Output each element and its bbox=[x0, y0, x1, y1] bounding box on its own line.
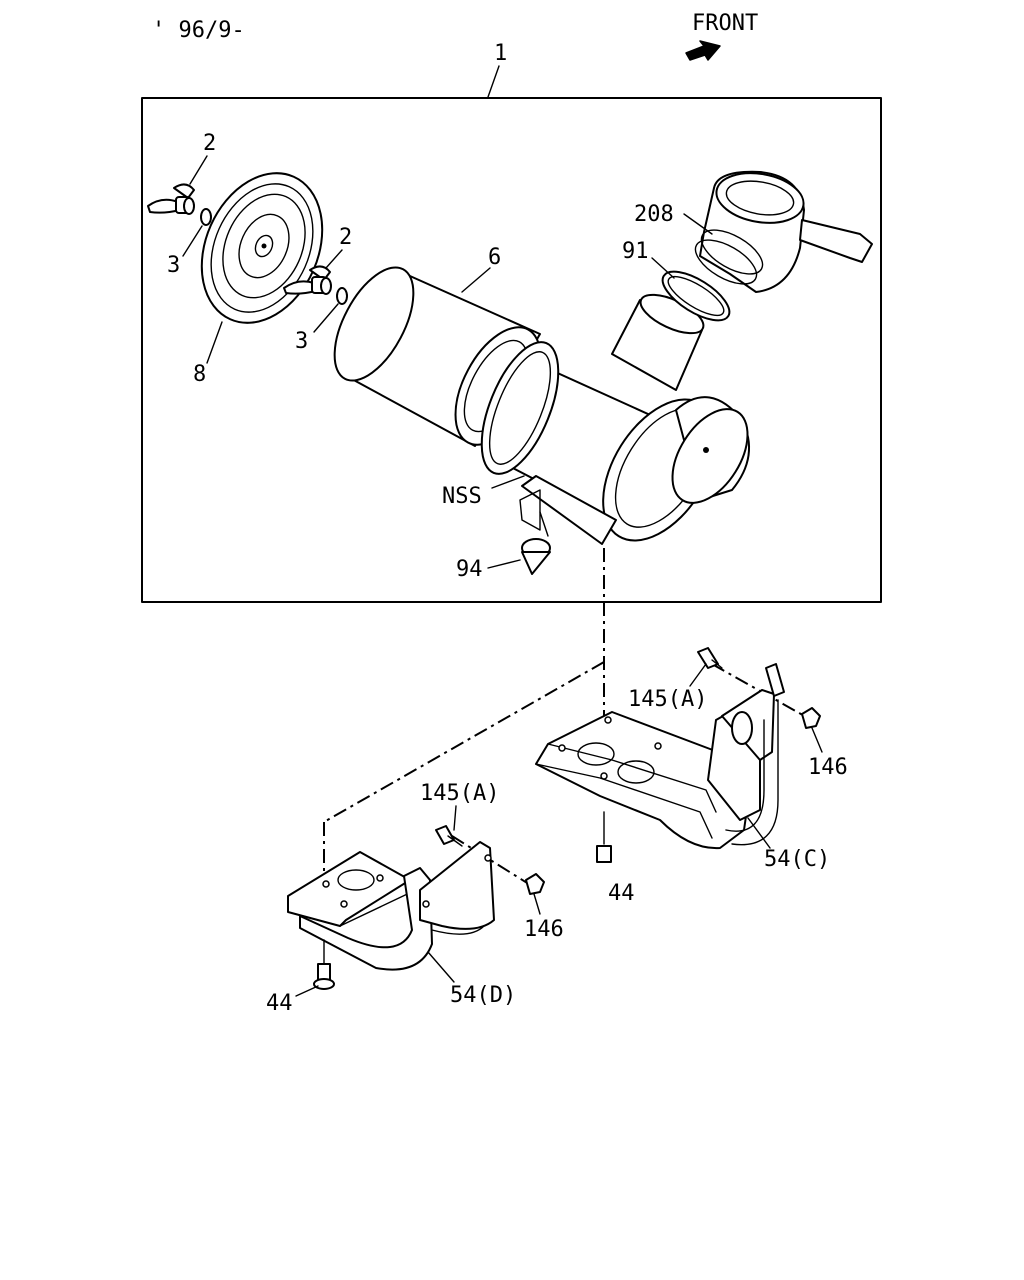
nut-left bbox=[525, 873, 545, 895]
callout-wing-nut-upper: 2 bbox=[203, 131, 216, 156]
callout-bracket-left: 54(D) bbox=[450, 983, 516, 1008]
cover-part bbox=[200, 172, 324, 324]
wing-nut-lower bbox=[283, 265, 332, 295]
date-code: ' 96/9- bbox=[152, 18, 245, 43]
bolt-bottom-left bbox=[313, 939, 335, 990]
washer-upper bbox=[200, 208, 212, 226]
callout-bolt-bottom-right: 44 bbox=[608, 881, 635, 906]
leader-bolt-right bbox=[689, 663, 707, 687]
leader-element bbox=[461, 267, 491, 293]
callout-wing-nut-lower: 2 bbox=[339, 225, 352, 250]
alignment-line-bolt-left bbox=[451, 835, 533, 887]
wing-nut-upper bbox=[147, 183, 195, 215]
callout-washer-lower: 3 bbox=[295, 329, 308, 354]
front-arrow-icon bbox=[685, 40, 721, 61]
bracket-left bbox=[287, 841, 495, 971]
leader-nss bbox=[491, 475, 525, 489]
drain-valve bbox=[521, 511, 551, 575]
bolt-bottom-right bbox=[596, 811, 612, 863]
callout-drain-valve: 94 bbox=[456, 557, 483, 582]
leader-clamp bbox=[651, 257, 675, 279]
housing-body bbox=[480, 293, 750, 545]
leader-drain-valve bbox=[487, 559, 521, 569]
bracket-right bbox=[535, 663, 785, 850]
leader-cover bbox=[206, 321, 223, 364]
callout-bracket-right: 54(C) bbox=[764, 847, 830, 872]
callout-elbow: 208 bbox=[634, 202, 674, 227]
callout-bolt-right: 145(A) bbox=[628, 687, 707, 712]
callout-bolt-left: 145(A) bbox=[420, 781, 499, 806]
callout-washer-upper: 3 bbox=[167, 253, 180, 278]
callout-clamp: 91 bbox=[622, 239, 649, 264]
callout-nut-right: 146 bbox=[808, 755, 848, 780]
leader-elbow bbox=[683, 213, 713, 235]
leader-nut-left bbox=[533, 893, 541, 915]
leader-assembly bbox=[487, 65, 500, 98]
front-label: FRONT bbox=[692, 11, 758, 36]
leader-bolt-left bbox=[453, 805, 457, 831]
leader-washer-upper bbox=[182, 225, 203, 257]
washer-lower bbox=[336, 287, 348, 305]
leader-wing-nut-lower bbox=[325, 249, 343, 269]
callout-cover: 8 bbox=[193, 362, 206, 387]
callout-element: 6 bbox=[488, 245, 501, 270]
hose-clamp bbox=[661, 270, 731, 322]
leader-bolt-bottom-left bbox=[295, 985, 319, 997]
leader-wing-nut-upper bbox=[189, 155, 208, 185]
leader-nut-right bbox=[811, 727, 823, 753]
callout-bolt-bottom-left: 44 bbox=[266, 991, 293, 1016]
bolt-left bbox=[435, 825, 463, 847]
elbow-part bbox=[694, 170, 873, 293]
leader-bracket-left bbox=[427, 951, 455, 983]
callout-nss: NSS bbox=[442, 484, 482, 509]
nut-right bbox=[801, 707, 821, 729]
callout-assembly: 1 bbox=[494, 41, 507, 66]
bolt-right bbox=[697, 647, 723, 669]
assembly-frame bbox=[141, 97, 882, 603]
leader-bracket-right bbox=[747, 817, 771, 849]
callout-nut-left: 146 bbox=[524, 917, 564, 942]
leader-washer-lower bbox=[313, 303, 339, 333]
